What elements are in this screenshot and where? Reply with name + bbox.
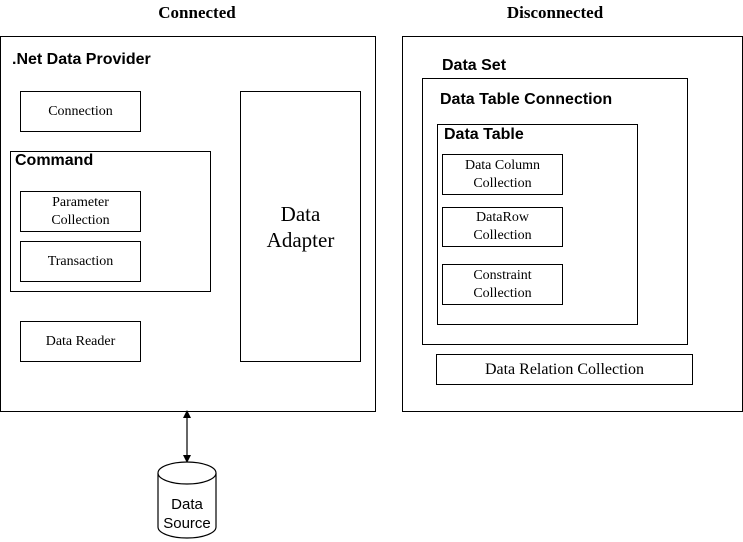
datarow-collection-box: DataRow Collection [442,207,563,247]
transaction-box: Transaction [20,241,141,282]
constraint-collection-box: Constraint Collection [442,264,563,305]
data-column-collection-box: Data Column Collection [442,154,563,195]
data-reader-box: Data Reader [20,321,141,362]
command-label: Command [15,152,94,169]
data-source-cylinder [157,461,217,539]
connected-title: Connected [158,3,236,22]
connection-box: Connection [20,91,141,132]
disconnected-title: Disconnected [506,3,604,22]
data-table-label: Data Table [444,126,524,143]
data-adapter-box: Data Adapter [240,91,361,362]
data-relation-collection-box: Data Relation Collection [436,354,693,385]
data-source-label: Data Source [163,496,211,532]
parameter-collection-box: Parameter Collection [20,191,141,232]
net-data-provider-label: .Net Data Provider [12,51,151,68]
data-set-label: Data Set [442,57,507,74]
data-table-connection-label: Data Table Connection [440,91,613,108]
